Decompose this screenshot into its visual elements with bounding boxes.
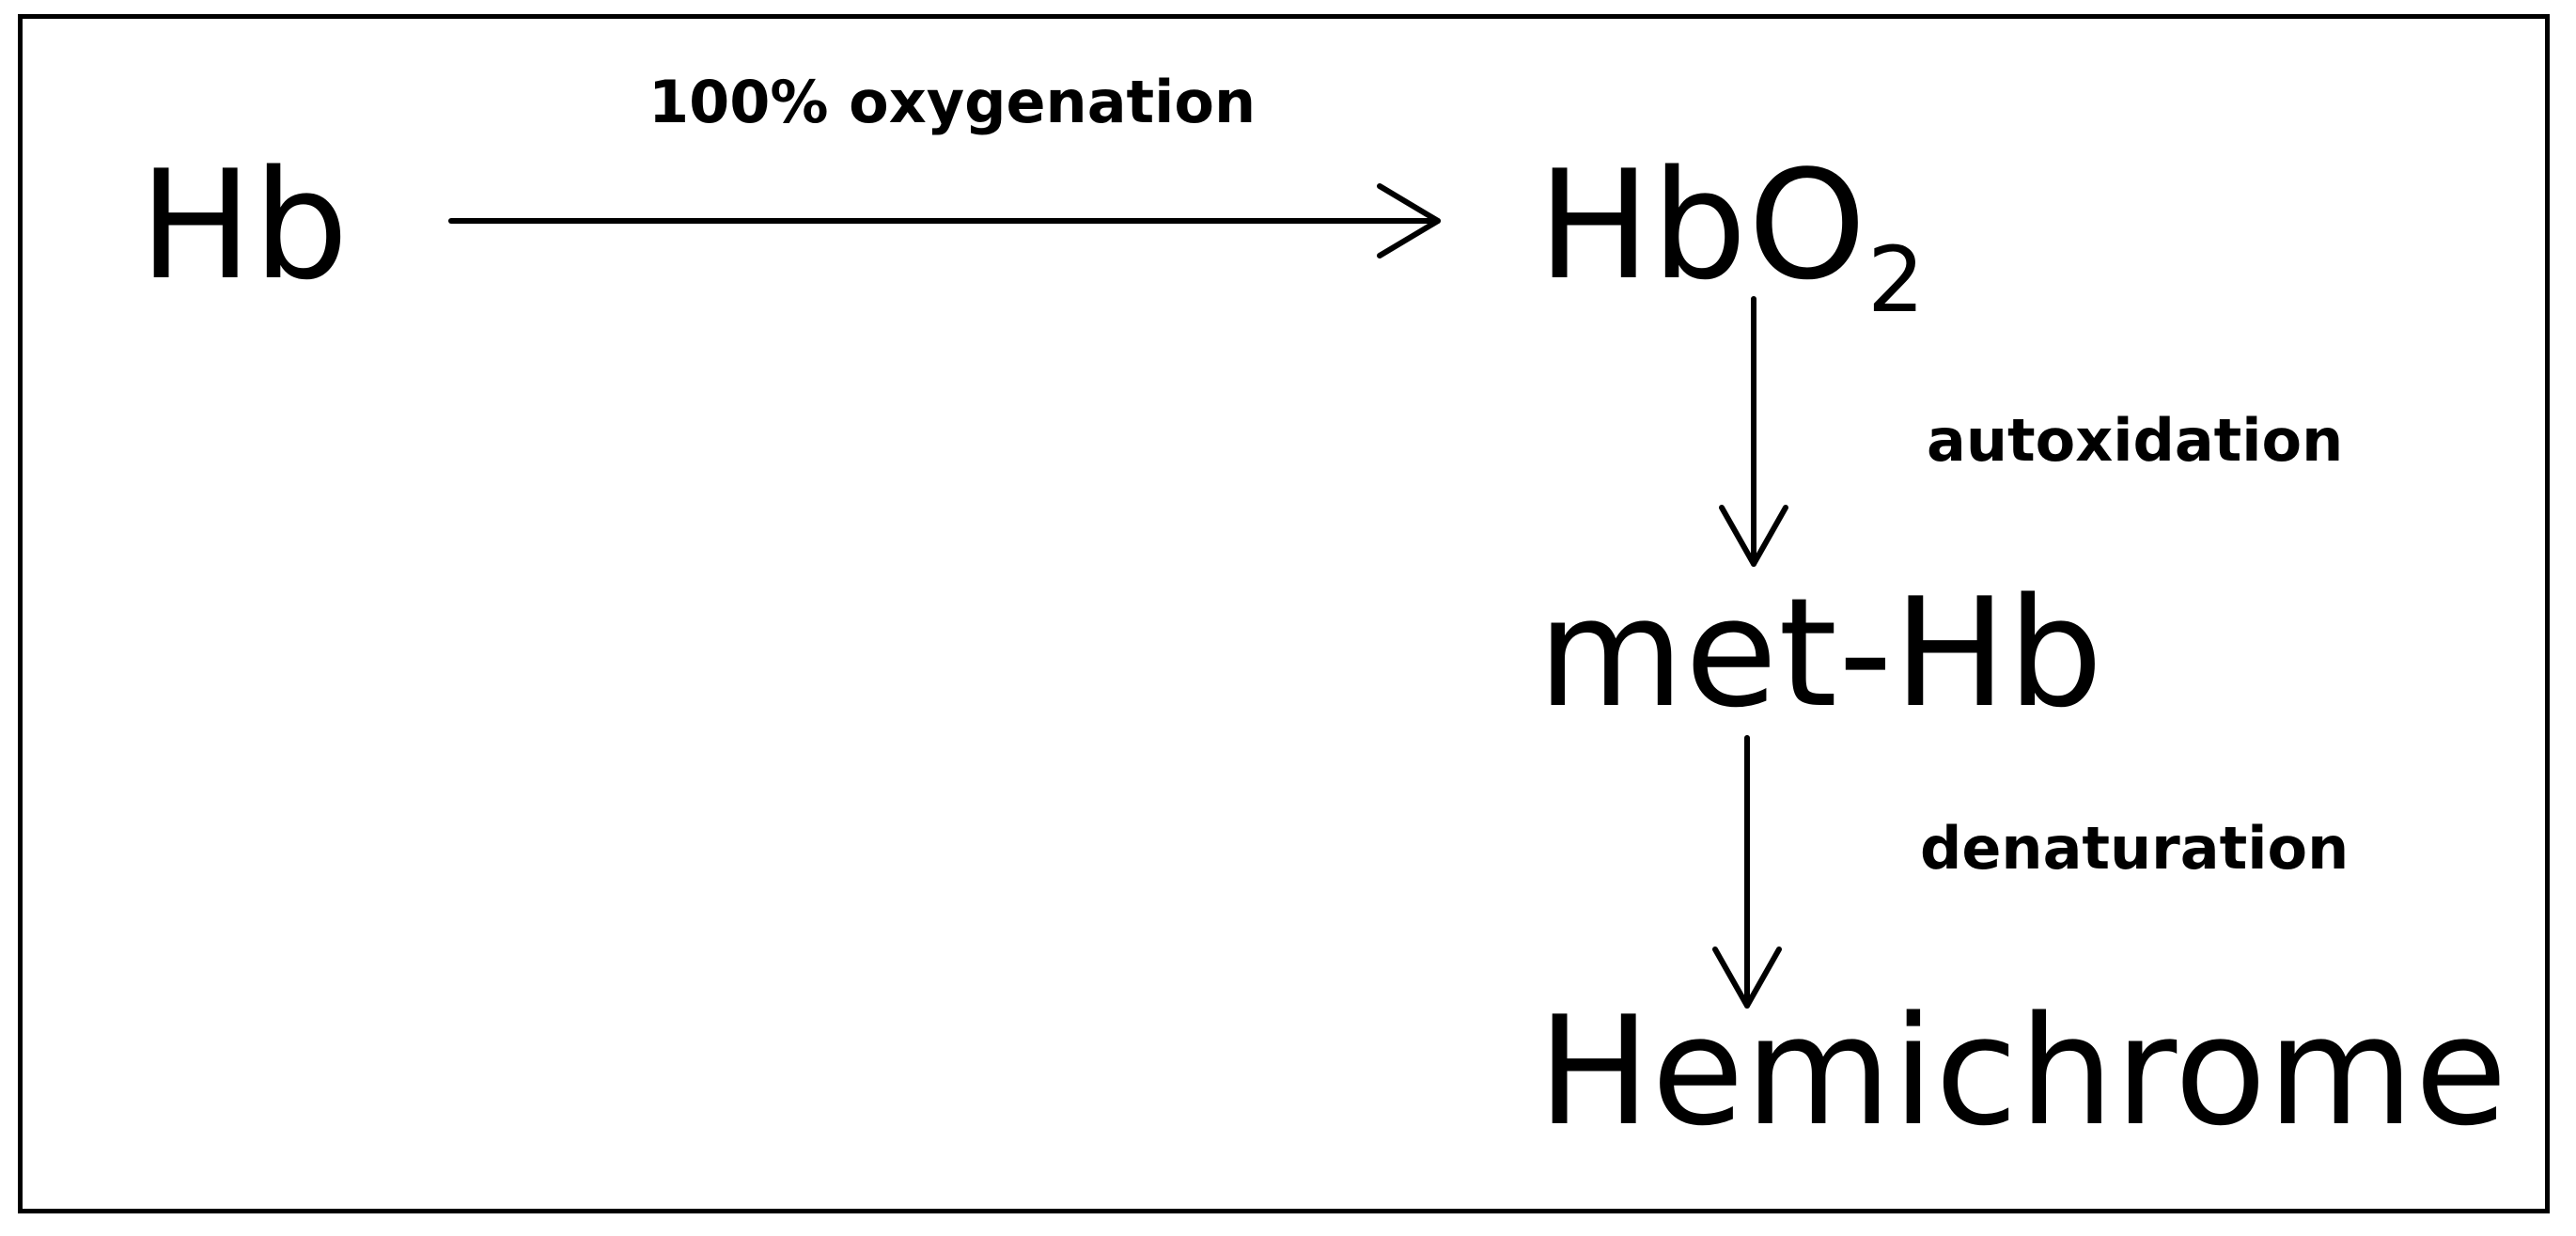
label-oxygenation: 100% oxygenation [648,68,1257,136]
node-hbo2-subscript: 2 [1866,227,1926,333]
node-hemichrome: Hemichrome [1538,983,2508,1159]
node-met-hb: met-Hb [1538,565,2104,741]
node-hbo2-main: HbO [1538,137,1867,313]
arrow-hbo2-to-methb [1719,296,1788,567]
diagram-frame [18,14,2550,1213]
label-autoxidation: autoxidation [1927,406,2344,475]
arrow-methb-to-hemichrome [1712,735,1782,1009]
label-denaturation: denaturation [1920,814,2350,883]
arrow-hb-to-hbo2 [448,183,1441,258]
node-hb: Hb [139,137,350,313]
node-hbo2: HbO2 [1538,150,1926,326]
